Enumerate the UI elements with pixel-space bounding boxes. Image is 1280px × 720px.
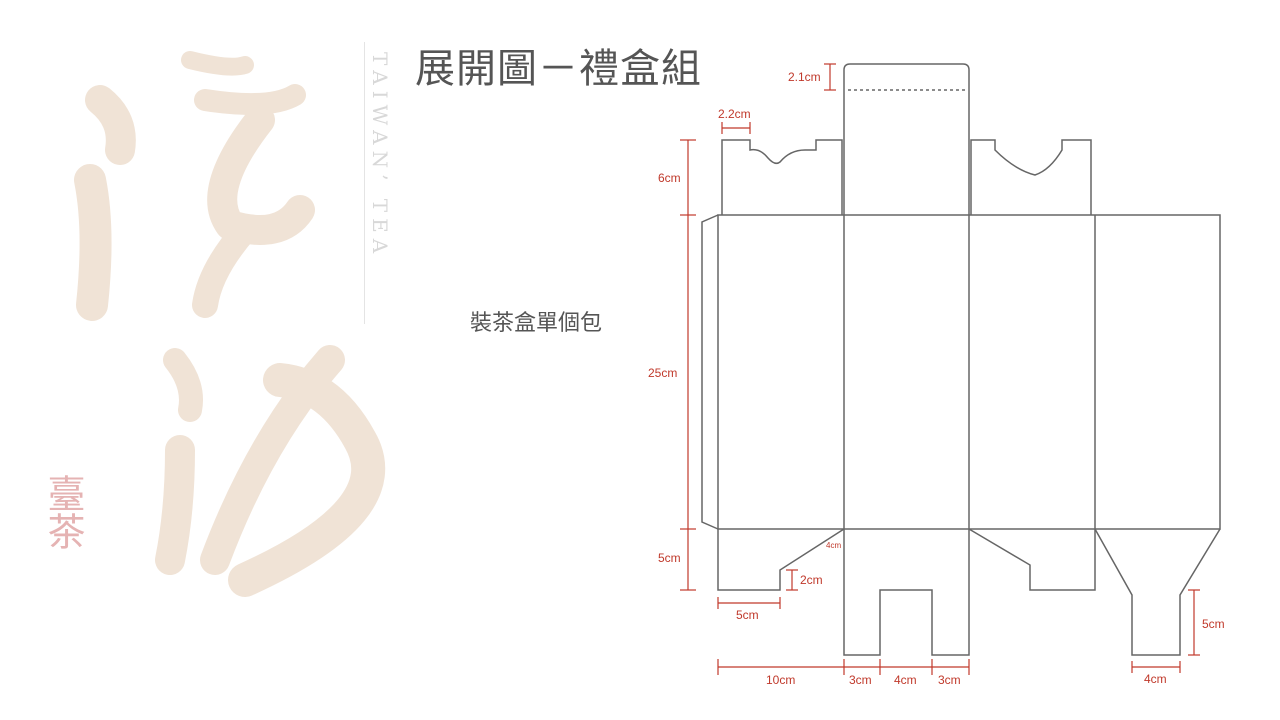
dimension-lines — [680, 63, 1200, 675]
dieline-outline — [701, 63, 1221, 656]
dim-bottom-4: 4cm — [894, 673, 917, 687]
dim-bottom-flap-height: 5cm — [658, 551, 681, 565]
dim-bottom-3b: 3cm — [938, 673, 961, 687]
vertical-brand-text: TAIWAN’ TEA — [368, 52, 392, 260]
dim-notch-height: 2cm — [800, 573, 823, 587]
dim-bottom-3a: 3cm — [849, 673, 872, 687]
dim-tab-width: 2.2cm — [718, 107, 751, 121]
calligraphy-background — [74, 51, 386, 597]
dim-bottom-tab-width: 5cm — [736, 608, 759, 622]
dim-panel-height: 25cm — [648, 366, 677, 380]
dim-right-tab-width: 4cm — [1144, 672, 1167, 686]
seal-stamp: 臺茶 — [41, 474, 85, 550]
page-title: 展開圖－禮盒組 — [415, 46, 702, 92]
diagram-caption: 裝茶盒單個包 — [470, 311, 603, 336]
dim-right-tab-height: 5cm — [1202, 617, 1225, 631]
dim-flap-top: 2.1cm — [788, 70, 821, 84]
dimension-labels: 2.1cm 2.2cm 6cm 25cm 5cm 4cm 2cm 5cm 5cm… — [648, 70, 1225, 687]
vertical-divider — [364, 42, 365, 324]
dim-bottom-10: 10cm — [766, 673, 795, 687]
dim-small-label: 4cm — [826, 541, 841, 550]
dim-top-flap-height: 6cm — [658, 171, 681, 185]
